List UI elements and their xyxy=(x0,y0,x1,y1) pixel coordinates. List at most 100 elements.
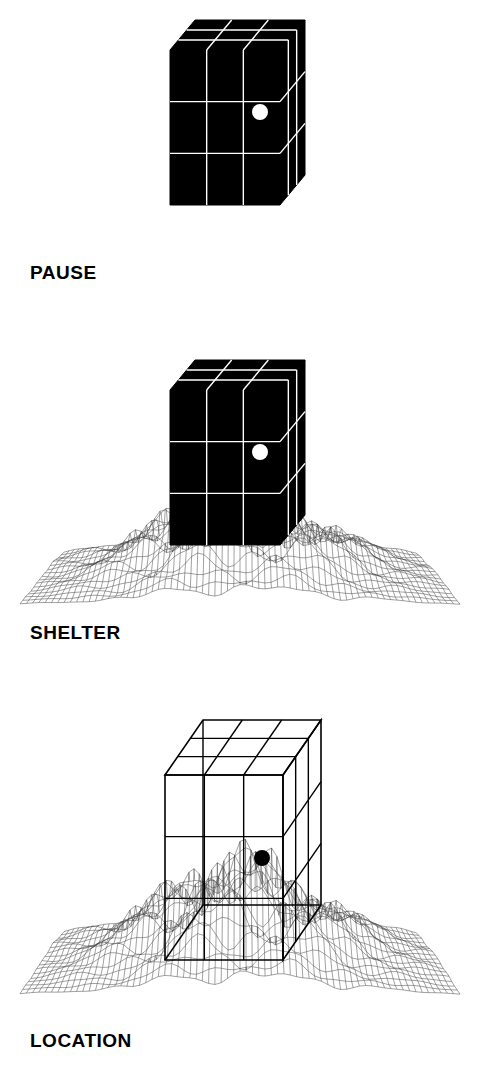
terrain-line xyxy=(26,551,69,604)
cube-grid-line xyxy=(296,30,297,185)
terrain-line xyxy=(285,881,296,976)
terrain-line xyxy=(45,548,84,602)
terrain-line xyxy=(356,536,385,599)
terrain-line xyxy=(346,911,372,985)
terrain-line xyxy=(341,534,366,597)
cube-edge xyxy=(283,720,321,960)
terrain-line xyxy=(215,863,220,985)
wireframe-cube xyxy=(165,720,321,960)
terrain-line xyxy=(411,931,454,993)
label-holder: SHELTER xyxy=(30,622,121,644)
cube-face xyxy=(170,390,280,545)
terrain-line xyxy=(356,913,385,988)
stage-label: SHELTER xyxy=(30,622,121,644)
cube-edge xyxy=(203,904,321,905)
terrain-line xyxy=(146,884,165,983)
cube-grid-line xyxy=(170,441,280,442)
cube-grid-line xyxy=(206,50,207,205)
cube-grid-line xyxy=(296,370,297,525)
stage-label: PAUSE xyxy=(30,262,97,284)
terrain-line xyxy=(70,546,104,602)
terrain-line xyxy=(336,529,360,598)
terrain-line xyxy=(102,918,130,989)
terrain-line xyxy=(234,855,235,974)
cube-grid-line xyxy=(280,72,305,102)
terrain-line xyxy=(341,911,366,985)
terrain-line xyxy=(406,551,447,604)
terrain-line xyxy=(133,895,154,987)
label-holder: PAUSE xyxy=(30,262,97,284)
terrain-line xyxy=(300,513,315,591)
terrain-line xyxy=(133,521,154,598)
cube-grid-line xyxy=(243,390,244,545)
cube-grid-line xyxy=(280,123,305,153)
cube-grid-line xyxy=(170,153,280,154)
cube-grid-line xyxy=(280,412,305,442)
terrain-line xyxy=(331,525,354,598)
label-holder: LOCATION xyxy=(30,1030,132,1052)
terrain-line xyxy=(416,933,460,994)
terrain-line xyxy=(64,925,99,992)
cube-grid-line xyxy=(165,898,283,899)
terrain-line xyxy=(51,927,89,992)
terrain-mesh xyxy=(20,839,460,994)
terrain-line xyxy=(381,926,416,992)
cube-grid-line xyxy=(187,29,297,30)
cube-grid-line xyxy=(295,757,296,942)
terrain-line xyxy=(146,511,165,594)
cube-grid-line xyxy=(187,369,297,370)
terrain-line xyxy=(20,971,460,994)
stage-label: LOCATION xyxy=(30,1030,132,1052)
terrain-line xyxy=(26,930,69,993)
cube-face xyxy=(280,360,305,545)
cube-grid-line xyxy=(243,360,268,390)
terrain-line xyxy=(346,535,372,598)
terrain-line xyxy=(295,881,309,978)
terrain-line xyxy=(381,547,416,602)
cube-grid-line xyxy=(288,380,289,535)
cube-grid-line xyxy=(243,20,268,50)
terrain-line xyxy=(320,527,340,601)
terrain-line xyxy=(70,924,104,991)
terrain-line xyxy=(64,547,99,603)
cube-grid-line xyxy=(283,843,321,898)
cube-face xyxy=(280,20,305,205)
cube-edge xyxy=(165,905,203,960)
terrain-line xyxy=(391,927,429,992)
terrain-line xyxy=(255,851,259,975)
cube-grid-line xyxy=(204,720,242,775)
cube-grid-line xyxy=(178,756,296,757)
terrain-line xyxy=(183,869,194,978)
cube-grid-line xyxy=(243,775,244,960)
terrain-line xyxy=(376,924,410,991)
terrain-line xyxy=(376,546,410,602)
terrain-line xyxy=(221,861,225,983)
cube-edge xyxy=(165,720,321,775)
cube-grid-line xyxy=(280,463,305,493)
cube-grid-line xyxy=(170,493,280,494)
cube-grid-line xyxy=(178,379,288,380)
terrain-line xyxy=(39,549,79,603)
terrain-line xyxy=(260,855,265,976)
terrain-line xyxy=(209,870,215,984)
cube-grid-line xyxy=(165,836,283,837)
terrain-line xyxy=(108,538,134,599)
terrain-line xyxy=(58,926,94,992)
terrain-line xyxy=(351,538,379,599)
terrain-line xyxy=(108,915,134,988)
cube-grid-line xyxy=(178,39,288,40)
terrain-line xyxy=(20,585,460,605)
terrain-line xyxy=(361,538,391,600)
terrain-line xyxy=(320,902,340,989)
cube-grid-line xyxy=(308,738,309,923)
terrain-line xyxy=(51,548,89,602)
cube-grid-line xyxy=(170,101,280,102)
cube-edge xyxy=(165,775,283,960)
center-dot xyxy=(252,104,268,120)
terrain-line xyxy=(240,841,241,971)
terrain-line xyxy=(127,525,150,598)
terrain-line xyxy=(416,553,460,604)
terrain-line xyxy=(139,893,159,986)
cube-grid-line xyxy=(206,390,207,545)
